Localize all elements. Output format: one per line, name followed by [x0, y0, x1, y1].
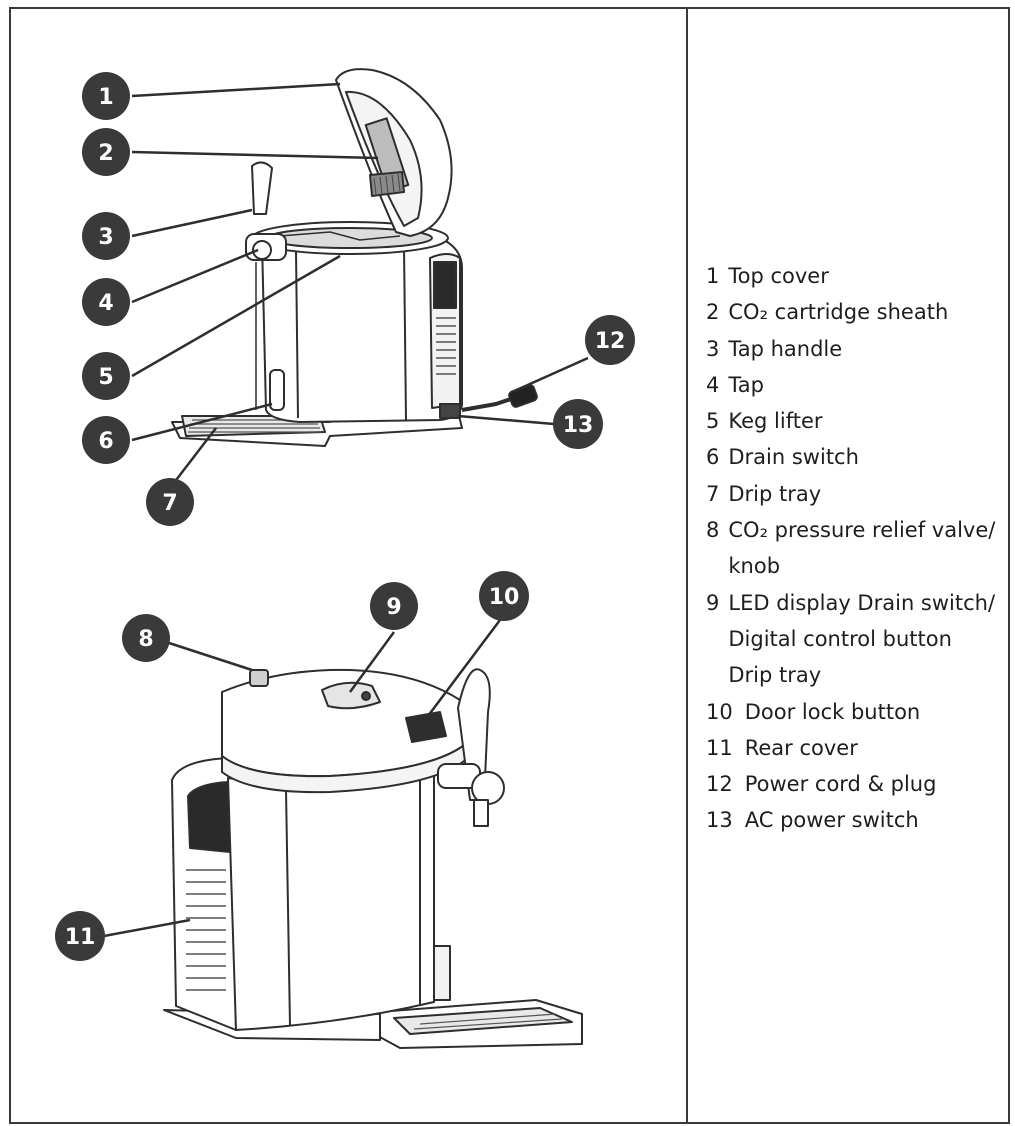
legend-text: Power cord & plug	[744, 772, 937, 797]
callout-11: 11	[55, 911, 105, 961]
legend-number: 2	[706, 300, 720, 325]
tap-spout	[473, 799, 489, 827]
legend-text: Keg lifter	[728, 409, 823, 434]
callout-label: 7	[162, 491, 177, 516]
legend-item: 10 Door lock button	[706, 694, 1001, 730]
legend-item: 8 CO₂ pressure relief valve/ knob	[706, 512, 1001, 585]
legend-number: 6	[706, 445, 720, 470]
callout-1: 1	[82, 72, 130, 120]
callout-10: 10	[479, 571, 529, 621]
legend-text: Top cover	[728, 264, 829, 288]
dispenser-open-view	[171, 68, 538, 447]
rear-vent-dark	[187, 781, 231, 853]
leader-lines	[103, 82, 589, 938]
legend-number: 9	[706, 590, 720, 615]
callout-label: 2	[98, 141, 113, 166]
dispenser-closed-view	[163, 668, 583, 1049]
legend-number: 10	[706, 699, 733, 724]
rear-vent-dark	[433, 261, 457, 309]
legend-item: 7 Drip tray	[706, 476, 1001, 512]
led-display	[321, 681, 381, 710]
legend-number: 12	[706, 772, 733, 797]
parts-legend: 1 Top cover 2 CO₂ cartridge sheath 3 Tap ha…	[706, 258, 1001, 839]
callout-label: 9	[386, 595, 401, 620]
figure-frame	[9, 7, 1010, 1124]
front-drip-grille	[413, 1013, 563, 1030]
legend-item: 5 Keg lifter	[706, 403, 1001, 439]
legend-item: 1 Top cover	[706, 258, 1001, 294]
callout-label: 1	[98, 85, 113, 110]
tap	[252, 240, 272, 260]
legend-number: 4	[706, 372, 720, 397]
legend-item: 6 Drain switch	[706, 439, 1001, 475]
callout-12: 12	[585, 315, 635, 365]
legend-item: 13 AC power switch	[706, 802, 1001, 838]
body-edge	[295, 249, 299, 419]
callout-label: 4	[98, 291, 113, 316]
legend-number: 3	[706, 336, 720, 361]
callout-label: 13	[563, 413, 594, 438]
legend-number: 13	[706, 808, 733, 833]
legend-text: CO₂ cartridge sheath	[728, 300, 949, 325]
callout-4: 4	[82, 278, 130, 326]
legend-number: 7	[706, 481, 720, 506]
legend-item: 9 LED display Drain switch/ Digital contr…	[706, 585, 1001, 694]
callout-6: 6	[82, 416, 130, 464]
callout-badges: 1 2 3 4 5 6 7 8 9 10 11 12 13	[55, 72, 635, 961]
legend-text: Tap handle	[728, 336, 843, 361]
legend-item: 2 CO₂ cartridge sheath	[706, 294, 1001, 330]
legend-text: Drain switch	[728, 445, 859, 470]
legend-text: Drip tray	[728, 481, 822, 506]
spring-coils	[373, 173, 401, 195]
callout-label: 11	[65, 925, 96, 950]
legend-text: LED display Drain switch/ Digital contro…	[728, 590, 996, 688]
legend-number: 8	[706, 518, 720, 543]
callout-label: 5	[98, 365, 113, 390]
legend-text: Door lock button	[744, 699, 921, 724]
callout-label: 8	[138, 627, 153, 652]
body-seam	[285, 789, 291, 1027]
legend-item: 12 Power cord & plug	[706, 766, 1001, 802]
callout-label: 3	[98, 225, 113, 250]
callout-5: 5	[82, 352, 130, 400]
legend-text: Rear cover	[744, 735, 858, 760]
body-seam	[403, 245, 407, 421]
callout-label: 12	[595, 329, 626, 354]
callout-8: 8	[122, 614, 170, 662]
legend-text: CO₂ pressure relief valve/ knob	[728, 518, 996, 579]
tap-handle	[251, 161, 273, 215]
legend-text: Tap	[728, 372, 764, 397]
legend-number: 1	[706, 264, 720, 288]
keg-lifter	[279, 231, 401, 241]
main-body	[227, 775, 435, 1031]
ac-power-switch	[439, 403, 461, 419]
rear-cover-slots	[186, 869, 226, 991]
drain-switch	[269, 369, 285, 411]
drain-window	[433, 945, 451, 1001]
callout-7: 7	[146, 478, 194, 526]
co2-relief-knob	[249, 669, 269, 687]
legend-item: 3 Tap handle	[706, 331, 1001, 367]
legend-item: 11 Rear cover	[706, 730, 1001, 766]
callout-3: 3	[82, 212, 130, 260]
door-lock-button	[405, 711, 447, 743]
callout-label: 6	[98, 429, 113, 454]
rear-vent-slots	[436, 317, 456, 375]
callout-label: 10	[489, 585, 520, 610]
callout-9: 9	[370, 582, 418, 630]
column-divider	[686, 7, 688, 1124]
legend-number: 5	[706, 409, 720, 434]
callout-2: 2	[82, 128, 130, 176]
control-button	[361, 691, 371, 701]
legend-item: 4 Tap	[706, 367, 1001, 403]
callout-13: 13	[553, 399, 603, 449]
legend-text: AC power switch	[744, 808, 919, 833]
legend-number: 11	[706, 735, 733, 760]
